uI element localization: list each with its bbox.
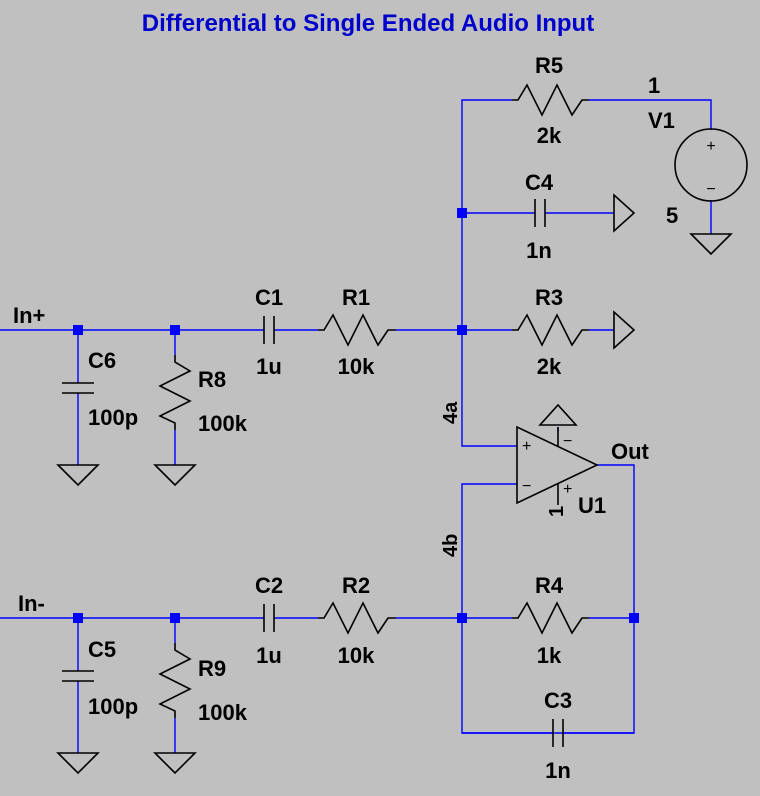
port-in-plus: In+ <box>13 303 45 328</box>
resistor-r1-symbol <box>318 313 396 347</box>
r3-value: 2k <box>537 354 562 379</box>
opamp-supply-minus: − <box>563 433 572 450</box>
resistor-r4-symbol <box>512 601 589 635</box>
c4-value: 1n <box>526 238 552 263</box>
opamp-minus-input: − <box>522 478 531 495</box>
junction-c4 <box>457 208 467 218</box>
r3-ref: R3 <box>535 285 563 310</box>
capacitor-c5-symbol <box>62 670 94 682</box>
v1-plus-sign: + <box>706 138 715 155</box>
v1-value: 5 <box>666 203 678 228</box>
resistor-r3-symbol <box>512 313 589 347</box>
ground-icon-r9 <box>153 752 197 775</box>
opamp-supply-plus: + <box>563 481 572 498</box>
r8-ref: R8 <box>198 367 226 392</box>
resistor-r8-symbol <box>158 355 192 430</box>
r8-value: 100k <box>198 411 248 436</box>
r2-value: 10k <box>338 643 375 668</box>
v1-minus-sign: − <box>706 181 715 198</box>
v1-ref: V1 <box>648 108 675 133</box>
resistor-r5-symbol <box>512 83 589 117</box>
ground-icon-r3 <box>613 310 636 350</box>
ground-icon-c6 <box>56 464 100 487</box>
capacitor-c3-symbol <box>552 719 564 747</box>
junction-r8 <box>170 325 180 335</box>
ground-icon-c4 <box>613 193 636 233</box>
r4-value: 1k <box>537 643 562 668</box>
capacitor-c1-symbol <box>263 316 275 344</box>
ground-icon-v1 <box>689 233 733 256</box>
c5-value: 100p <box>88 694 138 719</box>
junction-4b <box>457 613 467 623</box>
r2-ref: R2 <box>342 573 370 598</box>
junction-r9 <box>170 613 180 623</box>
junction-in-plus <box>73 325 83 335</box>
c4-ref: C4 <box>525 170 554 195</box>
c3-ref: C3 <box>544 688 572 713</box>
c2-ref: C2 <box>255 573 283 598</box>
r9-value: 100k <box>198 700 248 725</box>
c6-ref: C6 <box>88 348 116 373</box>
r5-ref: R5 <box>535 53 563 78</box>
resistor-r2-symbol <box>318 601 396 635</box>
r1-value: 10k <box>338 354 375 379</box>
r5-value: 2k <box>537 123 562 148</box>
junction-in-minus <box>73 613 83 623</box>
opamp-plus-input: + <box>522 438 531 455</box>
schematic-title: Differential to Single Ended Audio Input <box>142 10 594 37</box>
voltage-source-v1-symbol: + − <box>674 128 748 202</box>
v1-node-label: 1 <box>648 73 660 98</box>
ground-icon-r8 <box>153 464 197 487</box>
u1-ref: U1 <box>578 493 606 518</box>
u1-pin-number: 1 <box>546 506 568 517</box>
c2-value: 1u <box>256 643 282 668</box>
port-in-minus: In- <box>18 591 45 616</box>
c3-value: 1n <box>545 758 571 783</box>
r4-ref: R4 <box>535 573 564 598</box>
capacitor-c6-symbol <box>62 382 94 394</box>
port-out: Out <box>611 439 650 464</box>
c5-ref: C5 <box>88 637 116 662</box>
pin-label-4a: 4a <box>440 401 462 424</box>
junctions <box>73 208 639 623</box>
r9-ref: R9 <box>198 656 226 681</box>
opamp-u1-symbol: + − − + <box>516 425 599 505</box>
pin-label-4b: 4b <box>440 534 462 557</box>
junction-4a <box>457 325 467 335</box>
capacitor-c4-symbol <box>534 199 546 227</box>
c1-value: 1u <box>256 354 282 379</box>
capacitor-c2-symbol <box>263 604 275 632</box>
c1-ref: C1 <box>255 285 283 310</box>
ground-icon-c5 <box>56 752 100 775</box>
junction-out <box>629 613 639 623</box>
c6-value: 100p <box>88 405 138 430</box>
ground-icon-opamp-supply <box>538 403 578 426</box>
resistor-r9-symbol <box>158 643 192 718</box>
r1-ref: R1 <box>342 285 370 310</box>
